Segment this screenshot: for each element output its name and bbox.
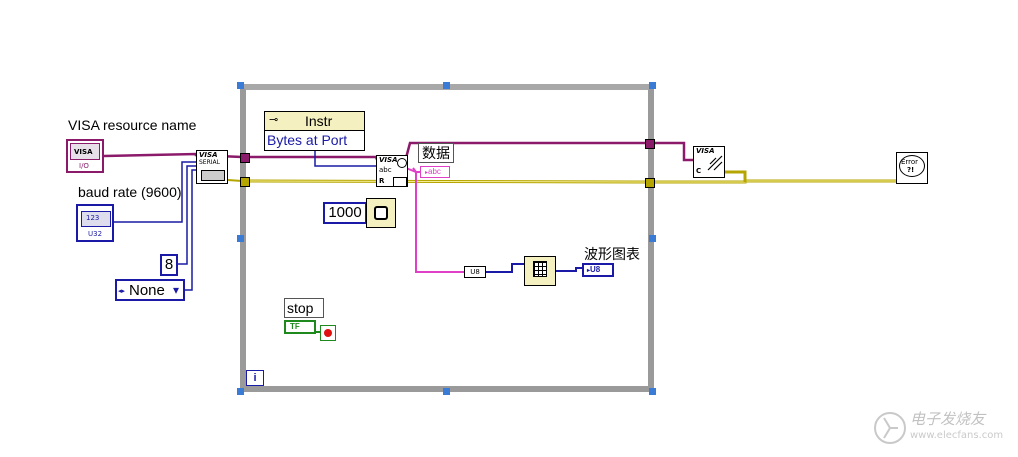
baud-rate-wire bbox=[112, 161, 196, 223]
close-session-icon bbox=[707, 155, 723, 171]
waveform-chart-terminal[interactable]: ▸U8 bbox=[582, 263, 614, 277]
loop-handle-bm[interactable] bbox=[443, 388, 450, 395]
visa-configure-serial-node[interactable]: VISA SERIAL bbox=[196, 150, 228, 184]
watermark-logo: 电子发烧友 www.elecfans.com bbox=[872, 406, 1012, 450]
wait-ms-node[interactable] bbox=[366, 198, 396, 228]
data-indicator-label: 数据 bbox=[418, 143, 454, 163]
loop-handle-mr[interactable] bbox=[649, 235, 656, 242]
reference-icon: ⊸ bbox=[269, 114, 279, 126]
stop-label: stop bbox=[284, 298, 324, 318]
tunnel-error-in bbox=[240, 177, 250, 187]
loop-handle-tr[interactable] bbox=[649, 82, 656, 89]
baud-rate-label: baud rate (9600) bbox=[78, 184, 182, 200]
loop-handle-ml[interactable] bbox=[237, 235, 244, 242]
tunnel-error-out bbox=[645, 178, 655, 188]
grid-icon bbox=[533, 261, 547, 277]
clock-icon bbox=[397, 158, 407, 168]
parity-wire bbox=[184, 169, 196, 291]
tunnel-visa-out bbox=[645, 139, 655, 149]
tunnel-visa-in bbox=[240, 153, 250, 163]
visa-read-node[interactable]: VISA abc R bbox=[376, 155, 408, 187]
data-bits-constant[interactable]: 8 bbox=[160, 254, 178, 276]
data-indicator-terminal[interactable]: ▸abc bbox=[420, 166, 450, 178]
array-wire bbox=[556, 267, 582, 272]
visa-close-node[interactable]: VISA C bbox=[693, 146, 725, 178]
data-bits-wire bbox=[176, 165, 196, 265]
loop-handle-tm[interactable] bbox=[443, 82, 450, 89]
speech-bubble-icon bbox=[899, 155, 925, 177]
visa-resource-terminal[interactable]: VISA I/O bbox=[66, 139, 104, 173]
parity-constant[interactable]: ◂▸ None ▾ bbox=[115, 279, 185, 301]
u8-wire bbox=[486, 263, 524, 273]
visa-wire-to-close bbox=[652, 141, 693, 162]
loop-iteration-terminal: i bbox=[246, 370, 264, 386]
bytes-count-wire bbox=[314, 150, 376, 167]
stop-sign-icon bbox=[324, 329, 332, 337]
loop-handle-tl[interactable] bbox=[237, 82, 244, 89]
visa-wire-out bbox=[404, 141, 646, 159]
string-wire bbox=[412, 167, 464, 273]
visa-resource-label: VISA resource name bbox=[68, 117, 197, 133]
baud-rate-terminal[interactable]: 123 U32 bbox=[76, 204, 114, 242]
stop-terminal[interactable]: TF bbox=[284, 320, 316, 334]
loop-handle-bl[interactable] bbox=[237, 388, 244, 395]
watch-icon bbox=[374, 206, 388, 220]
string-to-byte-array-node[interactable]: U8 bbox=[464, 266, 486, 278]
wait-ms-constant[interactable]: 1000 bbox=[323, 202, 367, 224]
loop-condition-terminal[interactable] bbox=[320, 325, 336, 341]
simple-error-handler-node[interactable]: Error ?! bbox=[896, 152, 928, 184]
array-node[interactable] bbox=[524, 256, 556, 286]
property-node[interactable]: ⊸ Instr Bytes at Port bbox=[264, 111, 365, 151]
watermark-icon bbox=[874, 412, 906, 444]
loop-handle-br[interactable] bbox=[649, 388, 656, 395]
waveform-chart-label: 波形图表 bbox=[584, 246, 640, 262]
